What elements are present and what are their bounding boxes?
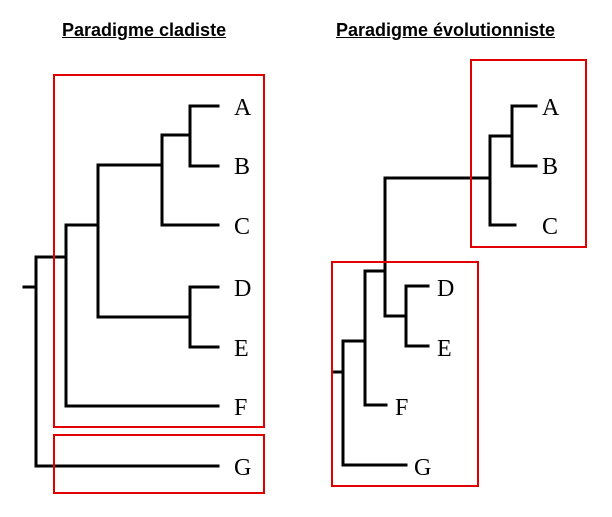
cladist-root-branch (22, 255, 38, 468)
cladist-leaf-c: C (234, 214, 250, 240)
evolutionist-group-box-defg (331, 261, 479, 487)
evolutionist-leaf-e: E (437, 336, 452, 362)
cladist-node-ab (160, 104, 220, 168)
evolutionist-tree: A B C D E F G (331, 59, 587, 487)
evolutionist-group-box-abc (470, 59, 587, 248)
cladist-leaf-a: A (234, 95, 252, 121)
evolutionist-node-de (383, 284, 430, 348)
evolutionist-leaf-c: C (542, 214, 558, 240)
evolutionist-node-defabc (341, 269, 367, 407)
cladist-node-abcdef (34, 223, 68, 408)
cladist-node-abcde (64, 163, 100, 319)
evolutionist-leaf-g: G (414, 455, 431, 481)
cladist-group-box-g (53, 434, 265, 494)
evolutionist-paradigm-title: Paradigme évolutionniste (336, 20, 556, 40)
cladist-leaf-e: E (234, 336, 249, 362)
cladist-tree: A B C D E F G (22, 74, 265, 494)
evolutionist-leaf-f: F (395, 395, 408, 421)
cladist-node-de (96, 285, 220, 349)
evolutionist-node-abc (488, 134, 517, 227)
cladist-leaf-d: D (234, 276, 251, 302)
cladist-leaf-g: G (234, 455, 251, 481)
cladist-paradigm-title: Paradigme cladiste (62, 20, 227, 40)
cladist-leaf-b: B (234, 154, 250, 180)
evolutionist-leaf-d: D (437, 276, 454, 302)
cladist-node-abc (96, 133, 220, 227)
evolutionist-node-deabc (363, 176, 387, 318)
cladist-leaf-f: F (234, 395, 247, 421)
evolutionist-leaf-b: B (542, 154, 558, 180)
evolutionist-node-ab (488, 104, 538, 168)
cladist-group-box-abcdef (53, 74, 265, 428)
evolutionist-root-branch (331, 339, 345, 467)
evolutionist-leaf-a: A (542, 95, 560, 121)
